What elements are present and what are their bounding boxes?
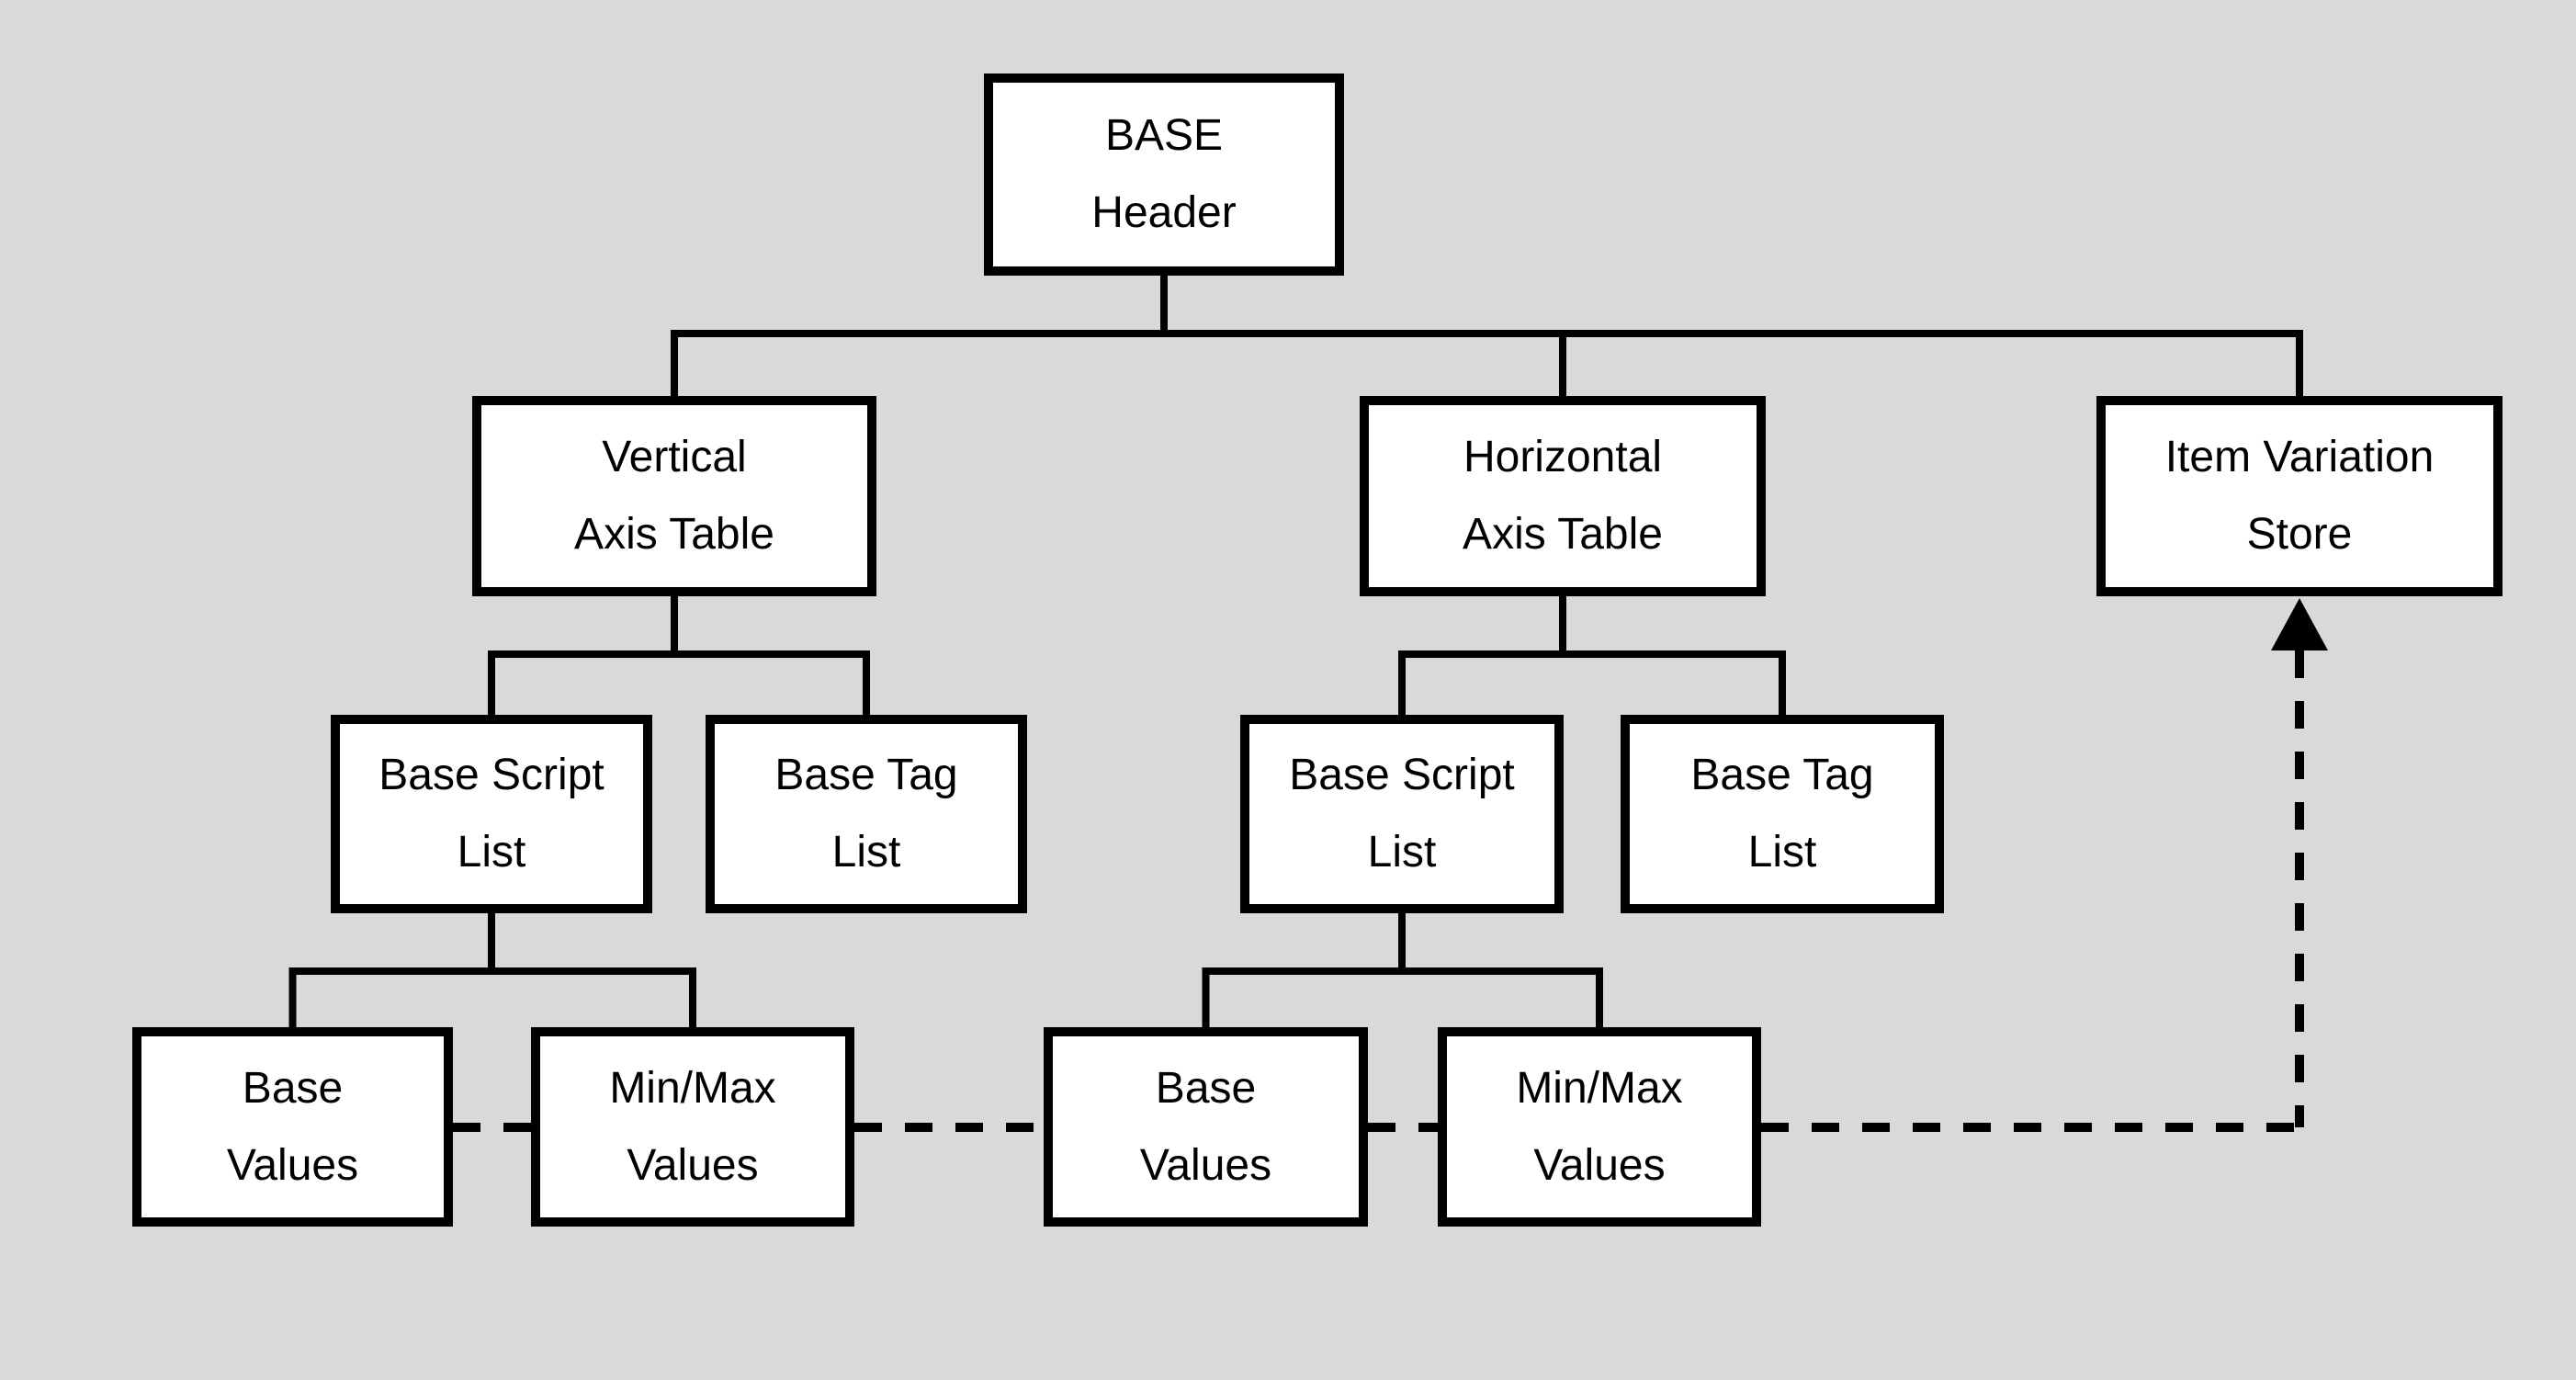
node-label-line: List <box>1367 828 1437 877</box>
node-label-line: Header <box>1091 188 1237 237</box>
node-label-line: Horizontal <box>1463 433 1663 481</box>
node-label-line: List <box>457 828 526 877</box>
node-label-line: Axis Table <box>1463 510 1663 559</box>
tree-edges-horizontal-axis-table <box>1398 596 1786 715</box>
tree-edges-base-script-list-horizontal <box>1202 913 1603 1027</box>
node-label-line: List <box>1747 828 1817 877</box>
tree-edges-base-script-list-vertical <box>288 913 696 1027</box>
tree-edges-vertical-axis-table <box>488 596 870 715</box>
node-label-line: Base Tag <box>774 751 958 799</box>
node-label-line: Values <box>1139 1140 1272 1190</box>
node-label-line: Store <box>2246 510 2353 559</box>
tree-edges-base-header <box>671 276 2303 396</box>
node-label-line: Base Script <box>1289 751 1515 799</box>
up-arrowhead-icon <box>2271 598 2328 650</box>
node-base-header: BASE Header <box>984 74 1344 276</box>
node-label-line: Values <box>1533 1140 1666 1190</box>
node-label-line: Base <box>242 1063 344 1113</box>
node-label-line: Values <box>226 1140 359 1190</box>
node-label-line: Item Variation <box>2164 433 2435 481</box>
node-label-line: Vertical <box>602 433 747 481</box>
node-label-line: Min/Max <box>609 1063 776 1113</box>
node-label-line: Base <box>1155 1063 1257 1113</box>
node-label-line: Values <box>627 1140 759 1190</box>
node-label-line: Base Tag <box>1690 751 1874 799</box>
node-label-line: Base Script <box>378 751 604 799</box>
node-label-line: Axis Table <box>574 510 774 559</box>
node-label-line: BASE <box>1104 111 1224 160</box>
node-label-line: List <box>831 828 901 877</box>
node-label-line: Min/Max <box>1516 1063 1683 1113</box>
